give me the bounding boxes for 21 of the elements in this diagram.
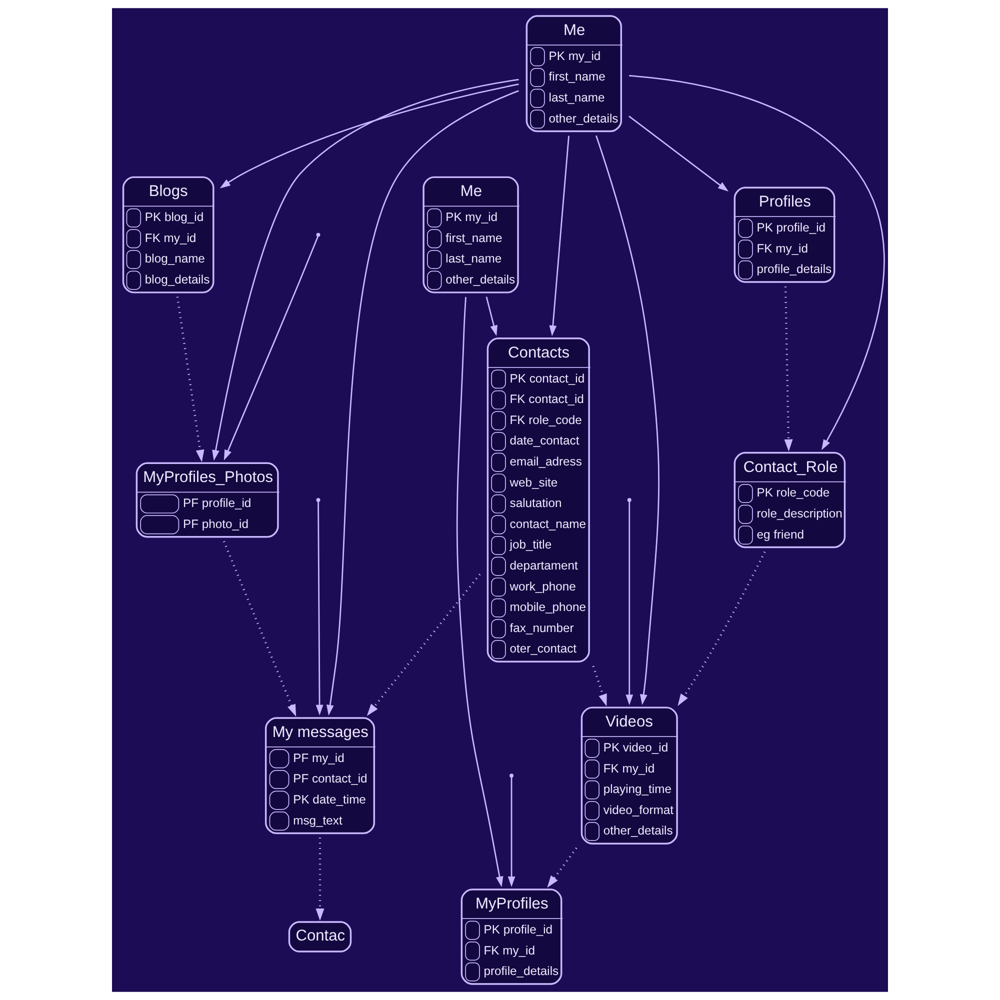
arrow [176, 296, 204, 462]
arrow [784, 286, 793, 452]
arrow [456, 297, 504, 888]
arrow [628, 116, 728, 192]
arrow [596, 135, 660, 706]
arrow [629, 75, 885, 450]
arrow [212, 78, 519, 461]
arrow [222, 540, 296, 717]
arrow [316, 502, 324, 716]
arrow [224, 236, 319, 460]
arrow [592, 666, 607, 706]
arrow [626, 502, 634, 706]
arrow [366, 574, 481, 716]
arrow [547, 847, 578, 888]
arrow [326, 90, 519, 716]
arrow [678, 551, 766, 706]
arrow [486, 296, 498, 336]
arrow [549, 136, 570, 336]
arrow [316, 838, 324, 921]
arrow [220, 84, 519, 188]
arrow [508, 777, 516, 888]
